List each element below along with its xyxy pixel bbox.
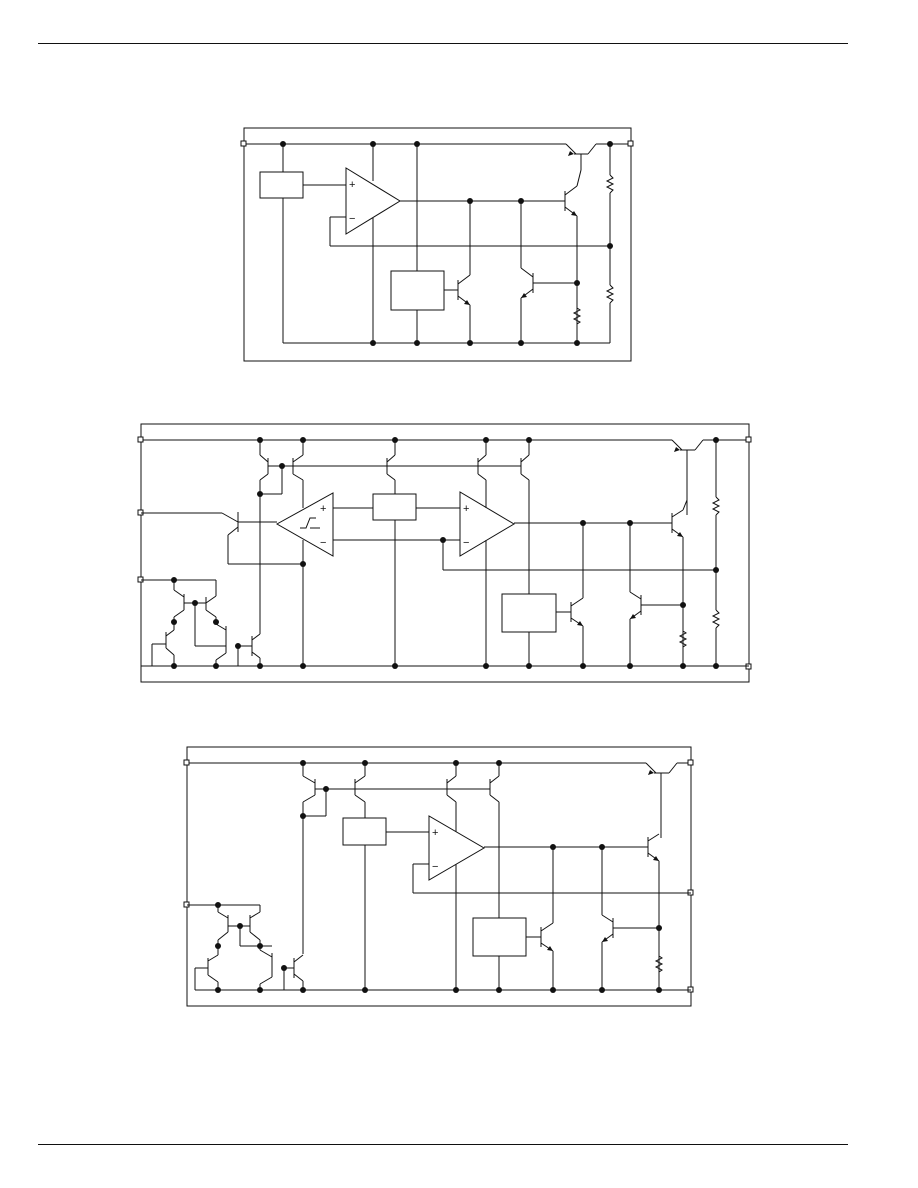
- input-pin: [240, 140, 247, 147]
- current-limit-transistor: [601, 914, 614, 943]
- error-amplifier: + −: [345, 167, 401, 235]
- enable-transistor: [221, 512, 239, 564]
- comparator-plus-label: +: [320, 503, 326, 515]
- divider-resistor-top: [605, 174, 615, 194]
- footer-rule: [38, 1144, 848, 1145]
- reference-block: [342, 817, 387, 846]
- header-rule: [38, 43, 848, 44]
- output-pin: [745, 436, 752, 443]
- protection-block: [472, 917, 527, 957]
- shutdown-transistor: [540, 922, 554, 952]
- opamp-minus-label: −: [463, 537, 469, 549]
- comparator-minus-label: −: [320, 537, 326, 549]
- input-pin: [183, 759, 190, 766]
- schematic-1-frame: [243, 127, 632, 362]
- pass-transistor: [645, 762, 678, 838]
- driver-transistor: [647, 833, 660, 862]
- opamp-plus-label: +: [349, 179, 355, 191]
- schematic-3-frame: [186, 746, 692, 1007]
- sense-resistor: [654, 953, 664, 975]
- error-amplifier: + −: [459, 491, 515, 557]
- sense-resistor: [572, 305, 582, 328]
- shutdown-transistor: [457, 274, 471, 306]
- input-pin: [137, 436, 144, 443]
- opamp-plus-label: +: [463, 503, 469, 515]
- comparator: + −: [275, 492, 334, 557]
- shutdown-transistor: [570, 597, 584, 627]
- mirror-transistors: [259, 440, 530, 494]
- bias-network: [141, 494, 261, 666]
- pass-transistor: [671, 439, 704, 515]
- mirror-transistors: [302, 763, 500, 816]
- divider-resistor-bottom: [711, 609, 721, 629]
- output-pin: [627, 140, 634, 147]
- reference-block: [259, 171, 304, 199]
- reference-block: [372, 493, 417, 521]
- current-limit-transistor: [520, 267, 534, 299]
- divider-resistor-top: [711, 496, 721, 516]
- bias-network: [187, 904, 304, 990]
- opamp-minus-label: −: [432, 861, 438, 873]
- opamp-minus-label: −: [349, 213, 355, 225]
- opamp-plus-label: +: [432, 827, 438, 839]
- sense-resistor: [678, 628, 688, 650]
- pass-transistor: [565, 143, 597, 170]
- schematic-3: + −: [183, 746, 694, 1007]
- schematic-2: + − + −: [137, 423, 752, 683]
- protection-block: [390, 270, 445, 311]
- output-pin: [687, 759, 694, 766]
- current-limit-transistor: [629, 591, 642, 620]
- schematic-1: + −: [240, 127, 634, 362]
- driver-transistor: [671, 509, 684, 538]
- schematic-2-frame: [140, 423, 750, 683]
- protection-block: [501, 593, 557, 633]
- driver-transistor: [564, 185, 578, 217]
- divider-resistor-bottom: [605, 284, 615, 304]
